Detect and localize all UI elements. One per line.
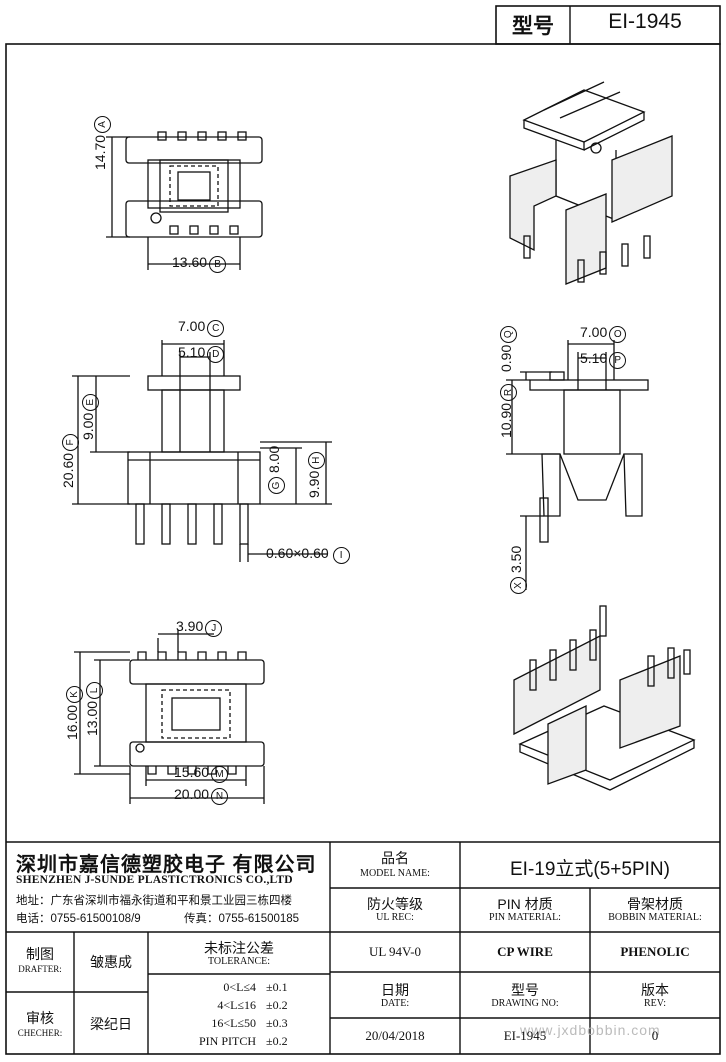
watermark: www.jxdbobbin.com (520, 1022, 661, 1038)
dim-front-base: G8.00 (266, 446, 285, 494)
drawing-value: EI-1945 (503, 1028, 547, 1043)
tolerance-value: ±0.3 (266, 1016, 288, 1030)
front-view (72, 340, 332, 562)
dim-front-upper: 9.00E (80, 393, 99, 440)
rev-value: 0 (651, 1028, 659, 1043)
header-model-value: EI-1945 (608, 10, 682, 33)
tolerance-value: ±0.2 (266, 998, 288, 1012)
pin-en: PIN MATERIAL: (489, 912, 561, 923)
date-en: DATE: (380, 998, 410, 1009)
dim-bottom-depth-inner: 13.00L (84, 681, 103, 736)
model-name-en: MODEL NAME: (360, 868, 430, 879)
dim-side-pin: X3.50 (508, 546, 527, 594)
sheet-border (5, 43, 721, 1055)
header-model-label: 型号 (512, 15, 554, 38)
bobbin-cn: 骨架材质 (627, 896, 683, 912)
ul-value: UL 94V-0 (368, 944, 422, 959)
tolerance-en: TOLERANCE: (207, 956, 271, 967)
bobbin-en: BOBBIN MATERIAL: (608, 912, 702, 923)
iso-view-bottom (513, 605, 696, 791)
dim-bottom-depth-outer: 16.00K (64, 685, 83, 740)
tolerance-range: PIN PITCH (198, 1034, 256, 1048)
dim-side-top: 0.90Q (498, 325, 517, 372)
date-cn: 日期 (381, 982, 409, 998)
company-address: 地址：广东省深圳市福永街道和平和景工业园三栋四楼 (16, 895, 292, 907)
checker-value: 梁纪日 (90, 1016, 132, 1032)
tolerance-cn: 未标注公差 (204, 940, 274, 956)
dim-front-total: 20.60F (60, 433, 79, 488)
dim-front-base2: 9.90H (306, 451, 325, 498)
drafter-en: DRAFTER: (18, 964, 62, 974)
company-phone: 电话：0755-61500108/9 (16, 913, 141, 925)
bobbin-value: PHENOLIC (620, 944, 690, 959)
top-view (106, 131, 263, 270)
rev-en: REV: (643, 998, 667, 1009)
company-fax: 传真：0755-61500185 (184, 913, 300, 925)
title-block-grid (6, 841, 720, 1054)
checker-cn: 审核 (26, 1010, 54, 1026)
tolerance-range: 16<L≤50 (211, 1016, 256, 1030)
side-view (506, 340, 649, 590)
tolerance-value: ±0.1 (266, 980, 288, 994)
bottom-view (74, 630, 265, 804)
ul-cn: 防火等级 (367, 896, 423, 912)
model-name-value: EI-19立式(5+5PIN) (510, 859, 670, 880)
drafter-value: 皱惠成 (90, 954, 132, 970)
header-box (495, 5, 721, 45)
ul-en: UL REC: (376, 912, 414, 923)
tolerance-value: ±0.2 (266, 1034, 288, 1048)
model-name-cn: 品名 (381, 850, 409, 866)
company-name-cn: 深圳市嘉信德塑胶电子 有限公司 (16, 854, 317, 876)
drafter-cn: 制图 (26, 946, 54, 962)
pin-value: CP WIRE (497, 944, 553, 959)
checker-en: CHECHER: (17, 1028, 63, 1038)
company-name-en: SHENZHEN J-SUNDE PLASTICTRONICS CO.,LTD (16, 874, 293, 886)
drawing-en: DRAWING NO: (491, 998, 559, 1009)
pin-cn: PIN 材质 (497, 896, 553, 912)
dim-side-height: 10.90R (498, 383, 517, 438)
iso-view-top (509, 81, 673, 285)
date-value: 20/04/2018 (365, 1028, 425, 1043)
drawing-cn: 型号 (511, 982, 539, 998)
tolerance-range: 0<L≤4 (223, 980, 256, 994)
dim-top-height: 14.70A (92, 115, 111, 170)
rev-cn: 版本 (641, 982, 669, 998)
tolerance-range: 4<L≤16 (217, 998, 256, 1012)
